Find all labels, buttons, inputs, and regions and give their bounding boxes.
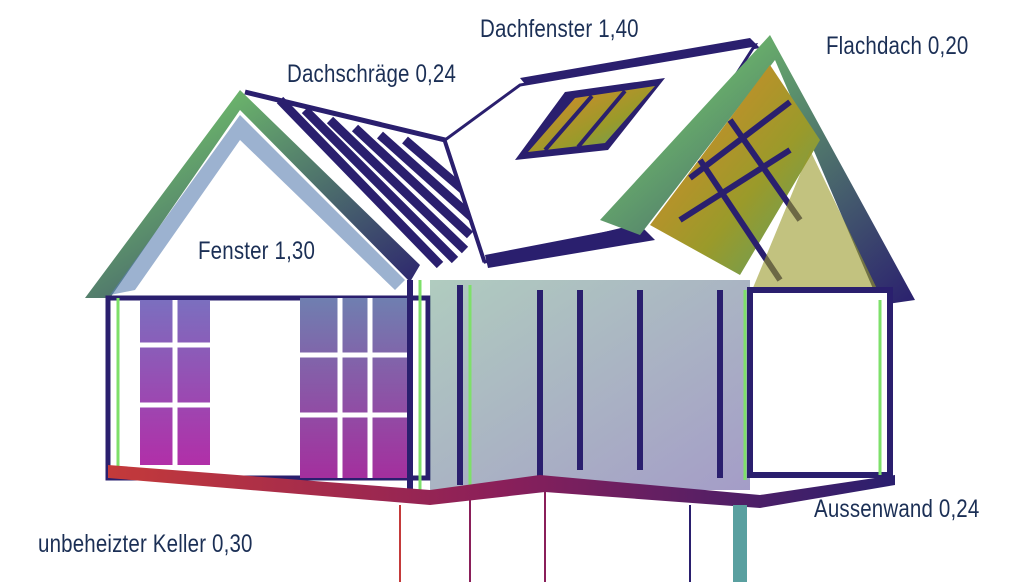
left-gable [85,90,420,298]
floor-slab [108,465,895,582]
label-window: Fenster 1,30 [198,237,316,265]
roof-window [515,78,665,160]
label-cellar: unbeheizter Keller 0,30 [38,530,253,558]
flat-roof [443,38,760,268]
label-roof-window: Dachfenster 1,40 [480,15,639,43]
pitched-roof [244,89,488,269]
right-gable [600,35,915,305]
outer-walls [105,280,893,490]
label-pitched-roof: Dachschräge 0,24 [287,60,457,88]
label-flat-roof: Flachdach 0,20 [826,32,969,60]
label-outer-wall: Aussenwand 0,24 [814,495,980,523]
